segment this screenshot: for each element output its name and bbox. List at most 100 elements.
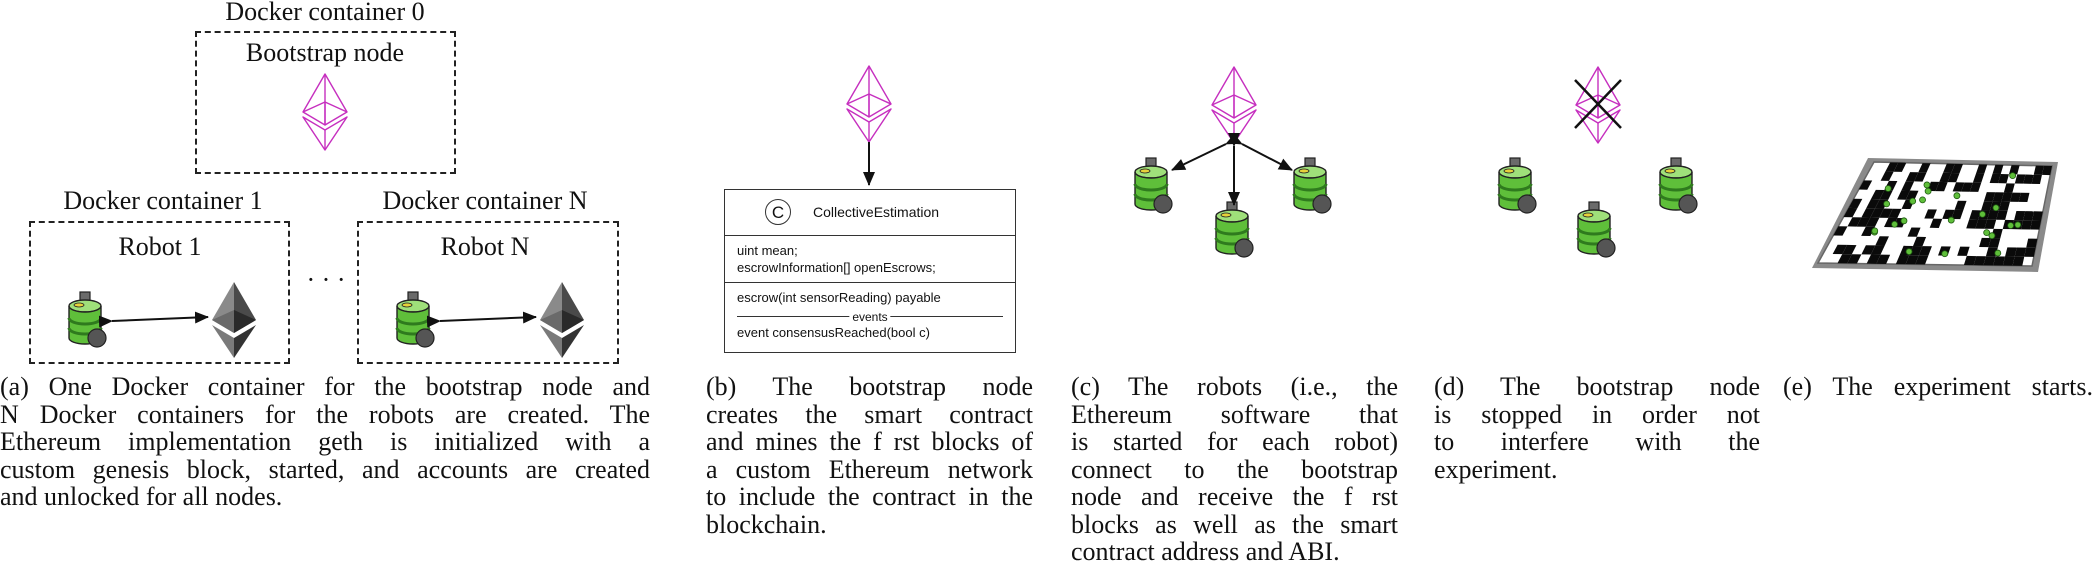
arena-robot	[1992, 204, 2000, 212]
arena-tile	[1983, 192, 1996, 202]
arena-robot	[1953, 192, 1961, 200]
arena-tile	[1981, 201, 1993, 211]
caption-line: blockchain.	[706, 509, 827, 539]
arena-tile	[1909, 245, 1923, 256]
contract-field: uint mean;	[737, 243, 798, 258]
arena-tile	[1893, 162, 1907, 172]
arena-tile	[1865, 217, 1880, 227]
arena-tile	[1957, 246, 1970, 256]
stopped-cross-icon	[1574, 79, 1622, 129]
arena-tile	[1905, 172, 1919, 182]
arena-tile	[1998, 201, 2010, 211]
arena-robot	[1988, 232, 1996, 240]
bootstrap-ethereum-icon	[302, 73, 348, 151]
robot-1-label: Robot 1	[118, 232, 202, 261]
caption-line: Ethereum software that	[1071, 399, 1398, 429]
robot-icon	[1576, 200, 1617, 259]
arena-robot	[1979, 210, 1986, 218]
bootstrap-container-label: Docker container 0	[225, 0, 425, 26]
arena-tile	[1983, 256, 1996, 266]
arena-tile	[1924, 209, 1937, 219]
arena-tile	[1975, 219, 1988, 229]
robot-connection-arrow	[1227, 132, 1293, 171]
arena-tile	[1913, 236, 1927, 247]
robot-n-link-arrow	[426, 311, 537, 328]
robot-icon	[1214, 200, 1255, 259]
caption-line: to include the contract in the	[706, 482, 1033, 511]
arena-tile	[1875, 236, 1889, 246]
arena-tile	[1870, 208, 1884, 218]
caption-b: (b) The bootstrap node creates the smart…	[706, 373, 1033, 538]
arena-tile	[2012, 256, 2025, 266]
arena-tile	[1929, 218, 1943, 228]
arena-robot	[1924, 187, 1932, 195]
arena-tile	[1984, 219, 1997, 229]
arena-tile	[1833, 226, 1848, 236]
arena-tile	[1987, 210, 1999, 220]
caption-line: blocks as well as the smart	[1071, 509, 1398, 539]
caption-d: (d) The bootstrap node is stopped in ord…	[1434, 373, 1760, 483]
arena-tile	[1905, 190, 1919, 200]
arena-tile	[2021, 220, 2033, 230]
robot-connection-arrow	[1171, 132, 1241, 171]
experiment-arena	[1812, 158, 2058, 272]
arena-tile	[2009, 192, 2021, 202]
robot-icon	[1292, 156, 1333, 215]
contract-name: CollectiveEstimation	[813, 204, 940, 220]
caption-line: and mines the f rst blocks of	[706, 427, 1033, 456]
arena-tile	[1972, 173, 1985, 183]
caption-line: (d) The bootstrap node	[1434, 372, 1760, 401]
arena-tile	[1861, 245, 1876, 255]
caption-line: (c) The robots (i.e., the	[1071, 372, 1398, 401]
arena-tile	[1935, 181, 1948, 192]
arena-tile	[1943, 163, 1955, 173]
arena-tile	[2005, 247, 2017, 257]
arena-tile	[1992, 192, 2004, 202]
caption-line: custom genesis block, started, and accou…	[0, 454, 650, 484]
arena-tile	[1897, 190, 1910, 200]
contract-function: escrow(int sensorReading) payable	[737, 290, 941, 305]
arena-tile	[1979, 237, 1992, 248]
arena-tile	[2008, 165, 2020, 175]
arena-tile	[1848, 198, 1863, 209]
caption-line: connect to the bootstrap	[1071, 454, 1398, 484]
arena-tile	[1961, 182, 1973, 192]
bootstrap-ethereum-icon	[846, 65, 892, 143]
arena-tile	[1969, 182, 1982, 192]
arena-tile	[2031, 174, 2042, 185]
robot-n-icon	[395, 290, 436, 349]
bootstrap-container-box	[195, 31, 456, 174]
arena-tile	[2024, 247, 2036, 257]
caption-e: (e) The experiment starts.	[1783, 373, 2093, 401]
arena-tile	[1870, 245, 1885, 255]
arena-tile	[1915, 255, 1929, 265]
arena-tile	[1973, 256, 1986, 266]
robot-icon	[1497, 156, 1538, 215]
caption-line: node and receive the f rst	[1071, 482, 1398, 511]
contract-field: escrowInformation[] openEscrows;	[737, 260, 936, 275]
arena-tile	[1951, 209, 1964, 220]
arena-tile	[2002, 256, 2015, 266]
container-n-box	[357, 221, 619, 364]
events-divider-label: events	[849, 310, 891, 324]
arena-robot	[1983, 229, 1991, 237]
arena-tile	[1871, 189, 1885, 200]
arena-robots	[1871, 172, 2022, 258]
caption-c: (c) The robots (i.e., the Ethereum softw…	[1071, 373, 1398, 566]
caption-line: creates the smart contract	[706, 399, 1033, 429]
arena-tile	[1989, 173, 2001, 184]
arena-robot	[1883, 200, 1891, 208]
caption-line: Ethereum implementation geth is initiali…	[0, 427, 650, 456]
arena-tile	[1914, 172, 1927, 182]
caption-line: (b) The bootstrap node	[706, 372, 1033, 401]
caption-line: and unlocked for all nodes.	[0, 482, 283, 511]
arena-robot	[2009, 172, 2017, 180]
arena-tile	[1843, 207, 1858, 218]
caption-line: to interfere with the	[1434, 427, 1760, 456]
arena-robot	[2014, 221, 2022, 229]
arena-tile	[2003, 183, 2015, 193]
arena-tile	[2023, 211, 2035, 221]
caption-line: experiment.	[1434, 454, 1558, 484]
arena-tile	[1879, 208, 1893, 218]
arena-tile	[2030, 220, 2042, 230]
